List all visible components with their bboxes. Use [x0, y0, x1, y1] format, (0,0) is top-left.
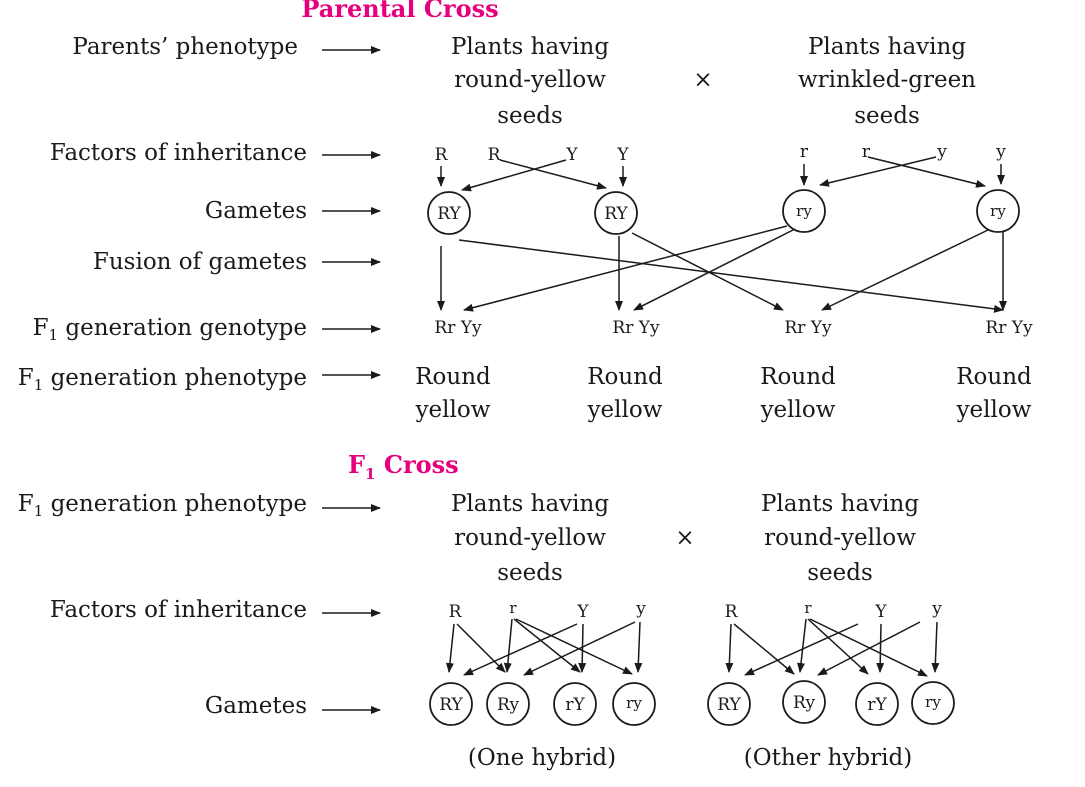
gamete-label: rY — [565, 695, 585, 715]
gamete-circle — [911, 681, 955, 725]
f1-cross-title: F1 Cross — [348, 450, 459, 483]
svg-text:Y: Y — [874, 602, 887, 622]
svg-text:yellow: yellow — [587, 397, 663, 423]
factor-Y2: Y — [616, 145, 629, 165]
factor-r2: r — [862, 142, 871, 162]
label-gametes: Gametes — [205, 198, 307, 224]
gamete-label: ry — [796, 202, 812, 220]
parent1-phenotype: Plants having round-yellow seeds — [451, 34, 609, 129]
gamete-circle — [427, 191, 471, 235]
hybrid2-factors: R r Y y — [725, 599, 943, 622]
svg-text:y: y — [635, 599, 646, 619]
svg-text:seeds: seeds — [807, 560, 873, 586]
svg-text:seeds: seeds — [497, 560, 563, 586]
svg-text:y: y — [931, 599, 942, 619]
gamete-label: Ry — [793, 693, 816, 713]
factor-y1: y — [936, 142, 947, 162]
genotype-label: Rr Yy — [784, 318, 832, 338]
hybrid2-gametes: RY Ry rY ry — [707, 680, 955, 726]
svg-text:round-yellow: round-yellow — [454, 67, 606, 93]
f1-phenotypes: Round yellow Round yellow Round yellow R… — [415, 364, 1032, 423]
gamete-label: ry — [626, 694, 642, 712]
f1-parent2-phenotype: Plants having round-yellow seeds — [761, 491, 919, 586]
svg-text:r: r — [804, 599, 812, 617]
svg-text:Y: Y — [576, 602, 589, 622]
parental-factors: R R Y Y r r y y — [435, 142, 1007, 165]
svg-text:yellow: yellow — [760, 397, 836, 423]
gamete-label: RY — [437, 204, 461, 224]
cross-symbol: × — [693, 67, 712, 93]
hybrid2-factor-arrows — [725, 618, 940, 677]
gamete-label: ry — [990, 202, 1006, 220]
gamete-label: RY — [604, 204, 628, 224]
factor-R2: R — [488, 145, 502, 165]
gamete-circle — [429, 682, 473, 726]
hybrid1-factors: R r Y y — [449, 599, 647, 622]
fusion-arrows — [437, 225, 1007, 313]
f1-genotypes: Rr Yy Rr Yy Rr Yy Rr Yy — [434, 318, 1033, 338]
factor-R1: R — [435, 145, 449, 165]
gamete-circle — [855, 682, 899, 726]
factor-y2: y — [995, 142, 1006, 162]
gamete-circle — [612, 682, 656, 726]
label-f1-phenotype: F1 generation phenotype — [18, 365, 307, 394]
label-factors: Factors of inheritance — [50, 140, 307, 166]
gamete-circle — [486, 682, 530, 726]
row-arrows-parental — [322, 46, 381, 379]
genotype-label: Rr Yy — [612, 318, 660, 338]
svg-text:yellow: yellow — [415, 397, 491, 423]
gamete-circle — [782, 189, 826, 233]
hybrid1-gametes: RY Ry rY ry — [429, 682, 656, 726]
gamete-circle — [782, 680, 826, 724]
svg-text:wrinkled-green: wrinkled-green — [798, 67, 976, 93]
hybrid2-caption: (Other hybrid) — [744, 745, 912, 771]
gamete-label: rY — [867, 695, 887, 715]
gamete-label: ry — [925, 693, 941, 711]
svg-text:round-yellow: round-yellow — [764, 525, 916, 551]
gamete-label: Ry — [497, 695, 520, 715]
svg-text:seeds: seeds — [854, 103, 920, 129]
label-parents-phenotype: Parents’ phenotype — [72, 34, 298, 60]
svg-text:seeds: seeds — [497, 103, 563, 129]
parental-cross-title: Parental Cross — [301, 0, 498, 23]
factor-Y1: Y — [565, 145, 578, 165]
svg-text:Round: Round — [415, 364, 491, 390]
svg-text:R: R — [449, 602, 463, 622]
cross-symbol-2: × — [675, 525, 694, 551]
f1-parent1-phenotype: Plants having round-yellow seeds — [451, 491, 609, 586]
parent2-phenotype: Plants having wrinkled-green seeds — [798, 34, 976, 129]
svg-text:r: r — [509, 599, 517, 617]
svg-text:yellow: yellow — [956, 397, 1032, 423]
svg-text:Plants having: Plants having — [761, 491, 919, 517]
hybrid1-factor-arrows — [445, 618, 643, 676]
hybrid1-caption: (One hybrid) — [468, 745, 616, 771]
svg-text:R: R — [725, 602, 739, 622]
row-arrows-f1 — [322, 504, 381, 714]
gamete-circle — [976, 189, 1020, 233]
genotype-label: Rr Yy — [985, 318, 1033, 338]
gamete-label: RY — [717, 695, 741, 715]
gamete-label: RY — [439, 695, 463, 715]
svg-text:Plants having: Plants having — [451, 491, 609, 517]
svg-text:Round: Round — [587, 364, 663, 390]
svg-text:round-yellow: round-yellow — [454, 525, 606, 551]
factor-r1: r — [800, 142, 809, 162]
gamete-circle — [594, 191, 638, 235]
label-factors-2: Factors of inheritance — [50, 597, 307, 623]
label-f1-genotype: F1 generation genotype — [33, 315, 307, 344]
svg-text:Round: Round — [760, 364, 836, 390]
parental-factor-arrows — [437, 156, 1005, 192]
label-fusion: Fusion of gametes — [93, 249, 307, 275]
genotype-label: Rr Yy — [434, 318, 482, 338]
svg-text:Round: Round — [956, 364, 1032, 390]
label-gametes-2: Gametes — [205, 693, 307, 719]
svg-text:Plants having: Plants having — [451, 34, 609, 60]
gamete-circle — [707, 682, 751, 726]
parental-gametes: RY RY ry ry — [427, 189, 1020, 235]
gamete-circle — [553, 682, 597, 726]
svg-text:Plants having: Plants having — [808, 34, 966, 60]
label-f1-phenotype-2: F1 generation phenotype — [18, 491, 307, 520]
